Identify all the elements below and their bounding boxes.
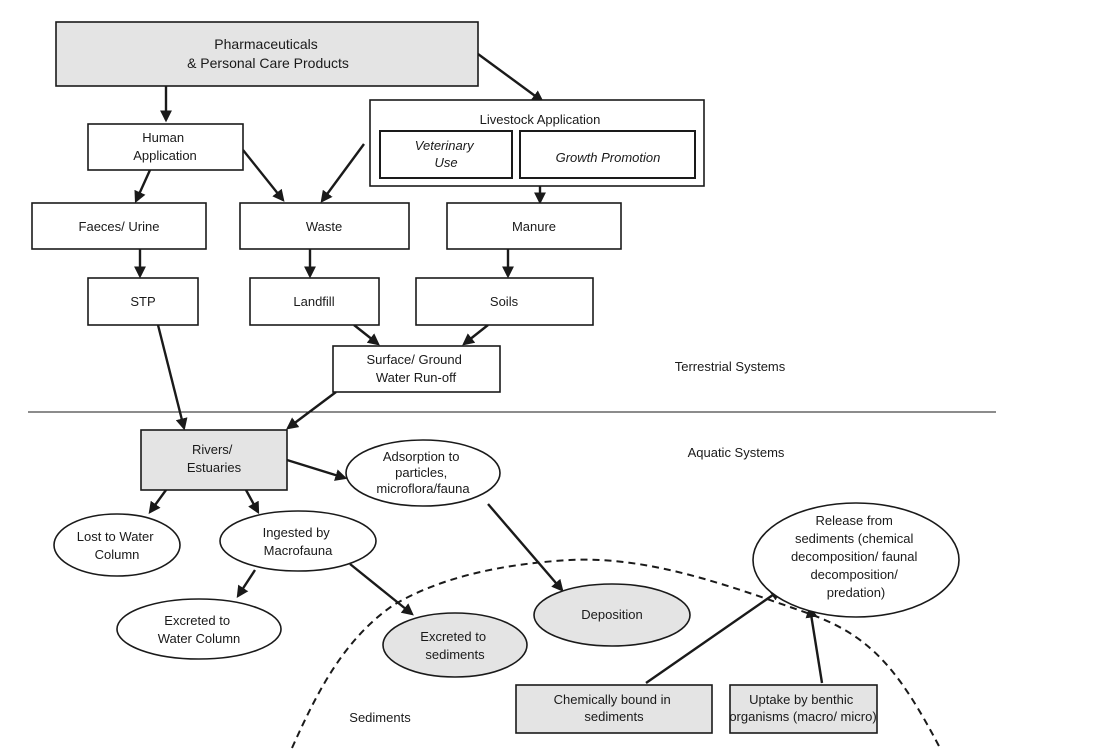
adsorption-label-line1: Adsorption to — [383, 449, 460, 464]
node-lost-water-column: Lost to Water Column — [53, 513, 181, 577]
node-rivers-estuaries: Rivers/ Estuaries — [140, 429, 288, 491]
excreted-sediments-label-line1: Excreted to — [420, 629, 486, 644]
node-human-application: Human Application — [87, 123, 244, 171]
excreted-water-label-line1: Excreted to — [164, 613, 230, 628]
release-label-line3: decomposition/ faunal — [791, 549, 918, 564]
edge-landfill-runoff — [353, 324, 380, 346]
svg-text:Release from sediments (: Release from sediments (chemical decompo… — [791, 513, 921, 600]
edge-pharma-livestock — [477, 53, 544, 103]
manure-label: Manure — [512, 219, 556, 234]
edge-soils-runoff — [462, 324, 489, 346]
node-manure: Manure — [446, 202, 622, 250]
zone-label-aquatic: Aquatic Systems — [688, 445, 785, 460]
release-label-line2: sediments (chemical — [795, 531, 914, 546]
node-faeces-urine: Faeces/ Urine — [31, 202, 207, 250]
svg-text:Lost to Water Column: Lost to Water Column — [77, 529, 157, 562]
svg-text:Ingested by Macrofauna: Ingested by Macrofauna — [263, 525, 334, 558]
release-label-line1: Release from — [816, 513, 893, 528]
adsorption-label-line3: microflora/fauna — [376, 481, 470, 496]
human-application-label-line1: Human — [142, 130, 184, 145]
edge-rivers-adsorption — [286, 458, 348, 481]
node-adsorption: Adsorption to particles, microflora/faun… — [345, 439, 501, 507]
waste-label: Waste — [306, 219, 342, 234]
node-growth-promotion: Growth Promotion — [519, 130, 696, 179]
lost-water-label-line2: Column — [95, 547, 140, 562]
excreted-sediments-label-line2: sediments — [425, 647, 485, 662]
edge-rivers-lost — [148, 489, 167, 514]
stp-label: STP — [130, 294, 155, 309]
svg-text:Adsorption to particles,: Adsorption to particles, microflora/faun… — [376, 449, 470, 496]
uptake-label-line1: Uptake by benthic — [749, 692, 854, 707]
zone-label-terrestrial: Terrestrial Systems — [675, 359, 786, 374]
uptake-label-line2: organisms (macro/ micro) — [729, 709, 876, 724]
node-excreted-water-column: Excreted to Water Column — [116, 598, 282, 660]
svg-text:Veterinary Use: Veterinary Use — [415, 138, 477, 170]
growth-promotion-label: Growth Promotion — [556, 150, 661, 165]
faeces-urine-label: Faeces/ Urine — [79, 219, 160, 234]
pharmaceuticals-label-line1: Pharmaceuticals — [214, 36, 318, 52]
svg-text:Surface/ Ground Water Ru: Surface/ Ground Water Run-off — [366, 352, 465, 385]
edge-ingested-excreted-water — [236, 569, 257, 599]
rivers-label-line1: Rivers/ — [192, 442, 233, 457]
edge-human-faeces — [134, 169, 152, 204]
zone-label-sediments: Sediments — [349, 710, 411, 725]
svg-text:Excreted to sediments: Excreted to sediments — [420, 629, 489, 662]
node-chemically-bound: Chemically bound in sediments — [515, 684, 713, 734]
node-runoff: Surface/ Ground Water Run-off — [332, 345, 501, 393]
edge-uptake-release — [805, 605, 824, 684]
node-soils: Soils — [415, 277, 594, 326]
node-excreted-sediments: Excreted to sediments — [382, 612, 528, 678]
node-pharmaceuticals: Pharmaceuticals & Personal Care Products — [55, 21, 479, 87]
edge-human-waste — [242, 149, 285, 202]
svg-text:Rivers/ Estuaries: Rivers/ Estuaries — [187, 442, 242, 475]
rivers-label-line2: Estuaries — [187, 460, 242, 475]
runoff-label-line1: Surface/ Ground — [366, 352, 461, 367]
node-release-from-sediments: Release from sediments (chemical decompo… — [752, 502, 960, 618]
edge-chem-bound-release — [645, 588, 782, 684]
edges — [134, 53, 824, 684]
pharmaceuticals-label-line2: & Personal Care Products — [187, 55, 349, 71]
ingested-label-line1: Ingested by — [263, 525, 331, 540]
edge-runoff-rivers — [286, 391, 337, 430]
chem-bound-label-line2: sediments — [584, 709, 644, 724]
svg-text:Uptake by benthic organi: Uptake by benthic organisms (macro/ micr… — [729, 692, 876, 724]
svg-text:Chemically bound in sedi: Chemically bound in sediments — [554, 692, 675, 724]
node-stp: STP — [87, 277, 199, 326]
edge-ingested-excreted-sediments — [349, 563, 414, 616]
edge-rivers-ingested — [244, 489, 260, 515]
svg-text:Excreted to Water Column: Excreted to Water Column — [158, 613, 241, 646]
node-waste: Waste — [239, 202, 410, 250]
edge-livestock-waste — [320, 143, 365, 203]
svg-text:Human Application: Human Application — [133, 130, 197, 163]
livestock-application-label: Livestock Application — [480, 112, 601, 127]
human-application-label-line2: Application — [133, 148, 197, 163]
excreted-water-label-line2: Water Column — [158, 631, 241, 646]
soils-label: Soils — [490, 294, 519, 309]
chem-bound-label-line1: Chemically bound in — [554, 692, 671, 707]
release-label-line5: predation) — [827, 585, 886, 600]
veterinary-use-label-line2: Use — [434, 155, 457, 170]
edge-stp-rivers — [156, 324, 188, 431]
runoff-label-line2: Water Run-off — [376, 370, 457, 385]
node-veterinary-use: Veterinary Use — [379, 130, 513, 179]
node-uptake-benthic: Uptake by benthic organisms (macro/ micr… — [729, 684, 878, 734]
adsorption-label-line2: particles, — [395, 465, 447, 480]
ingested-label-line2: Macrofauna — [264, 543, 333, 558]
sediment-boundary — [291, 558, 941, 749]
lost-water-label-line1: Lost to Water — [77, 529, 154, 544]
node-ingested-macrofauna: Ingested by Macrofauna — [219, 510, 377, 572]
veterinary-use-label-line1: Veterinary — [415, 138, 475, 153]
edge-adsorption-deposition — [487, 503, 564, 592]
node-deposition: Deposition — [533, 583, 691, 647]
node-landfill: Landfill — [249, 277, 380, 326]
release-label-line4: decomposition/ — [810, 567, 898, 582]
svg-text:Pharmaceuticals & Person: Pharmaceuticals & Personal Care Products — [187, 36, 349, 71]
deposition-label: Deposition — [581, 607, 642, 622]
landfill-label: Landfill — [293, 294, 334, 309]
